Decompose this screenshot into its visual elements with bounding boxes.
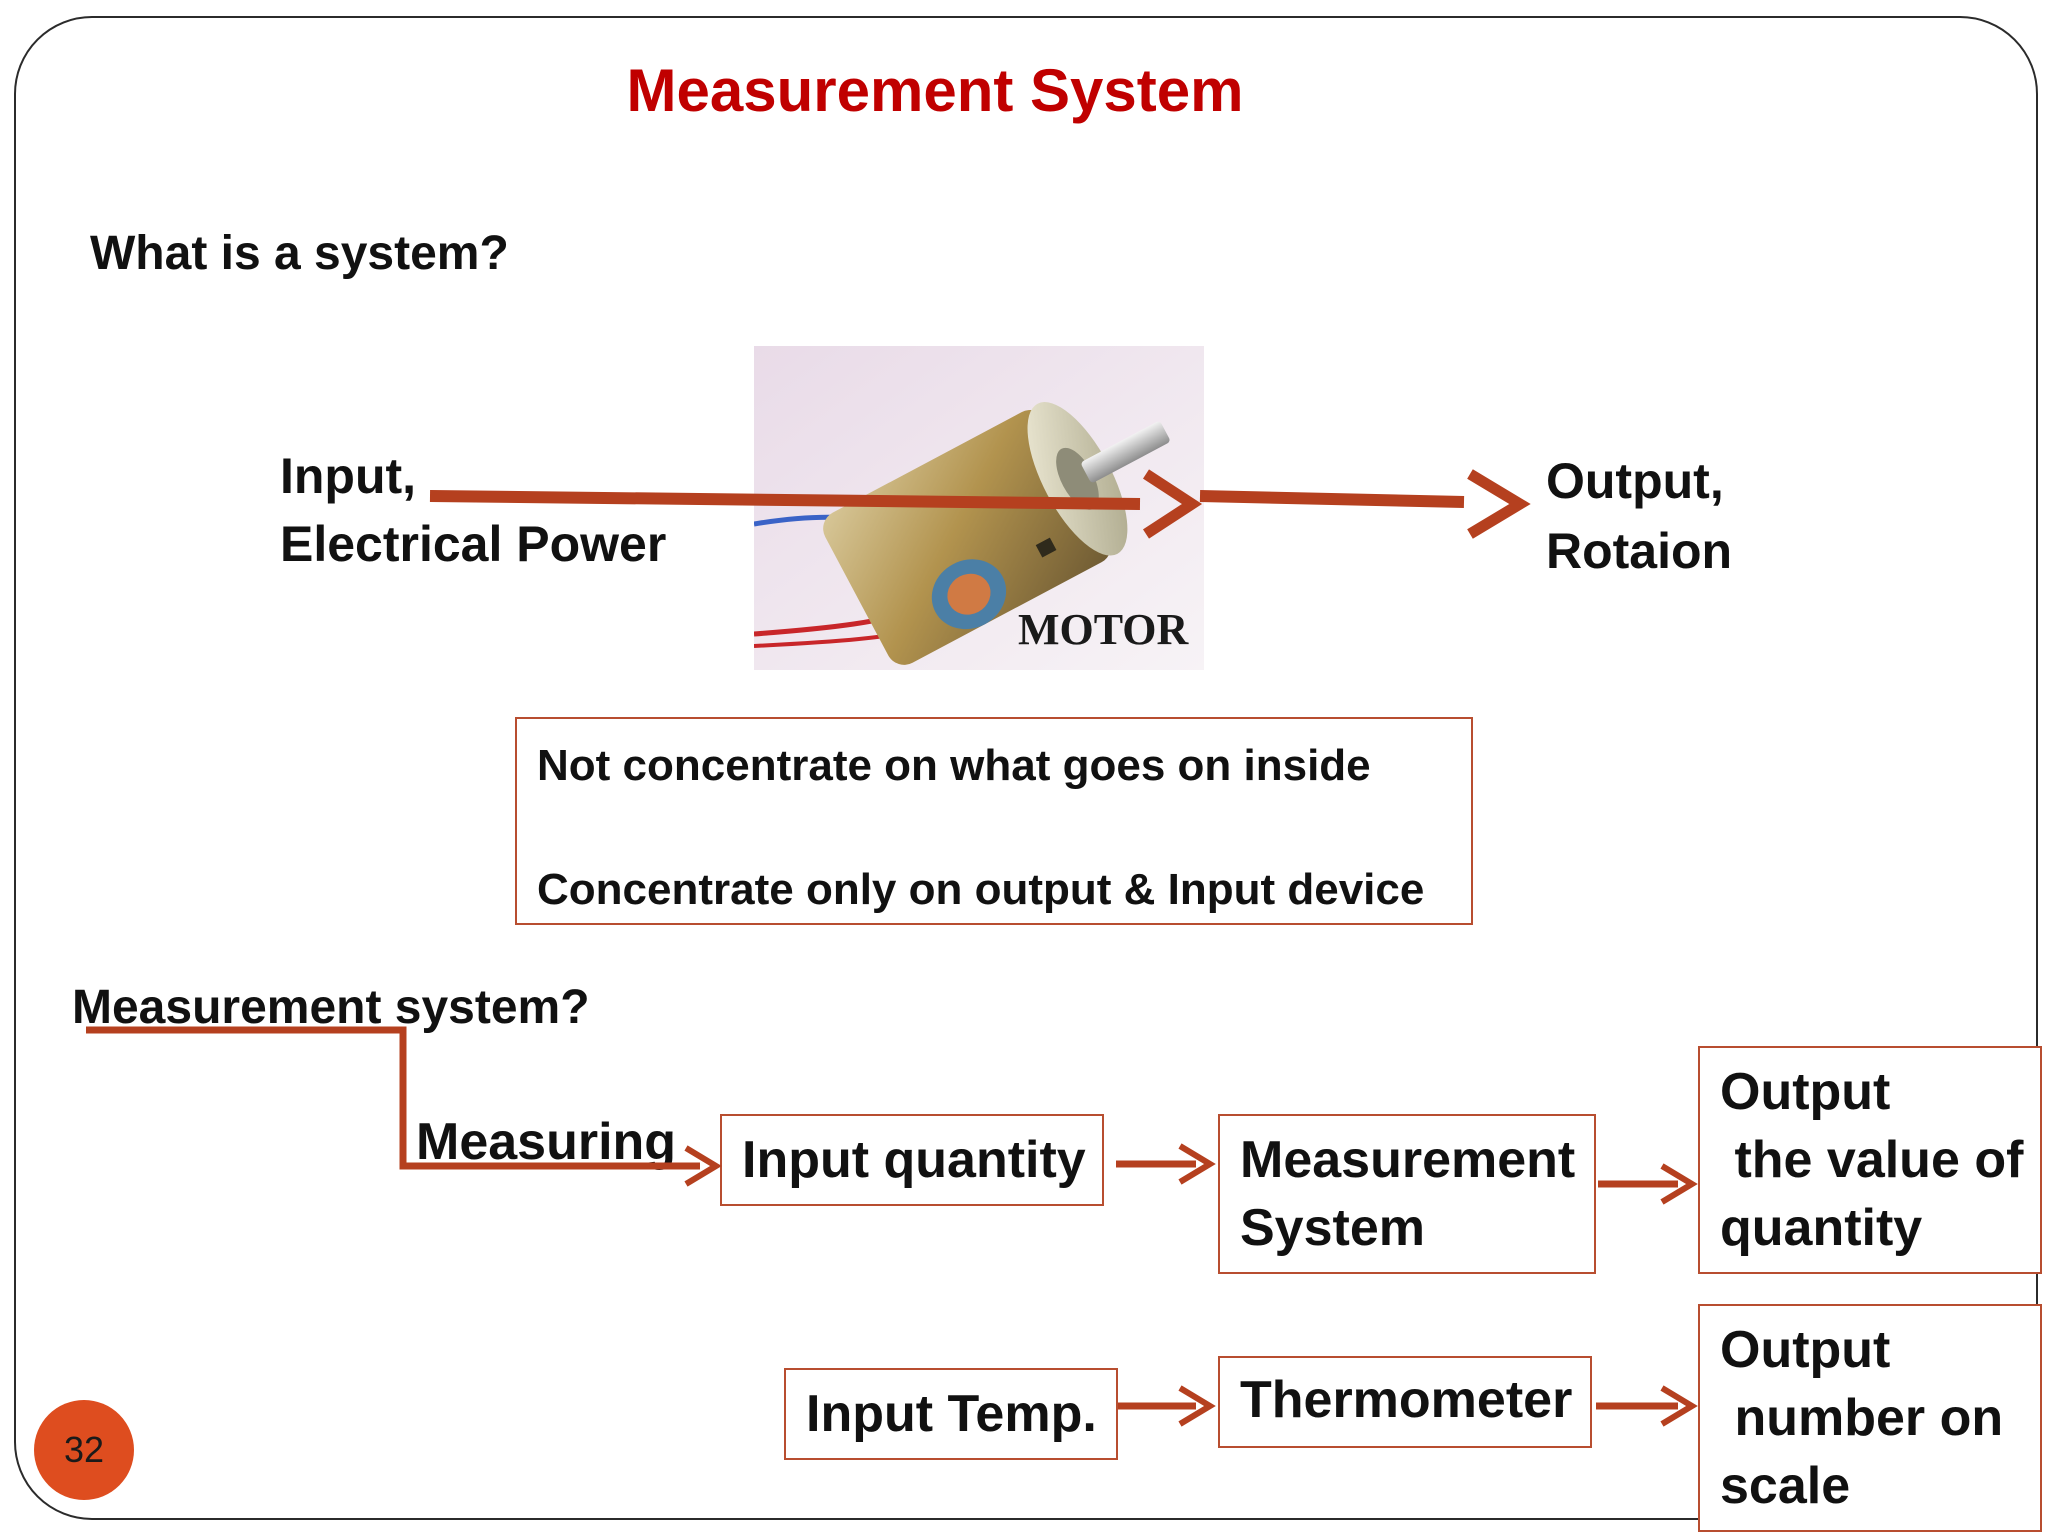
input-label-line1: Input, <box>280 448 417 504</box>
output-label: Output, Rotaion <box>1546 446 1732 586</box>
page-number-badge: 32 <box>34 1400 134 1500</box>
output-value-line1: Output <box>1720 1063 1891 1121</box>
input-label-line2: Electrical Power <box>280 516 667 572</box>
note-line-1: Not concentrate on what goes on inside <box>537 741 1371 790</box>
output-label-line2: Rotaion <box>1546 523 1733 579</box>
slide-frame <box>14 16 2038 1520</box>
output-scale-line1: Output <box>1720 1321 1891 1379</box>
output-value-box: Output the value of quantity <box>1698 1046 2042 1274</box>
output-value-line2: the value of <box>1720 1131 2024 1189</box>
measurement-system-line2: System <box>1240 1199 1425 1257</box>
thermometer-box: Thermometer <box>1218 1356 1592 1448</box>
output-scale-box: Output number on scale <box>1698 1304 2042 1532</box>
measurement-system-box: Measurement System <box>1218 1114 1596 1274</box>
measuring-label: Measuring <box>416 1113 677 1171</box>
system-question: What is a system? <box>90 227 509 280</box>
note-line-2: Concentrate only on output & Input devic… <box>537 865 1425 914</box>
input-temp-box: Input Temp. <box>784 1368 1118 1460</box>
measurement-question: Measurement system? <box>72 981 590 1034</box>
note-box: Not concentrate on what goes on inside C… <box>515 717 1473 925</box>
output-scale-line3: scale <box>1720 1457 1851 1515</box>
output-label-line1: Output, <box>1546 453 1724 509</box>
output-value-line3: quantity <box>1720 1199 1923 1257</box>
input-quantity-box: Input quantity <box>720 1114 1104 1206</box>
input-label: Input, Electrical Power <box>280 442 666 578</box>
output-scale-line2: number on <box>1720 1389 2004 1447</box>
measurement-system-line1: Measurement <box>1240 1131 1576 1189</box>
slide-title: Measurement System <box>626 57 1244 124</box>
motor-label: MOTOR <box>1018 605 1189 654</box>
